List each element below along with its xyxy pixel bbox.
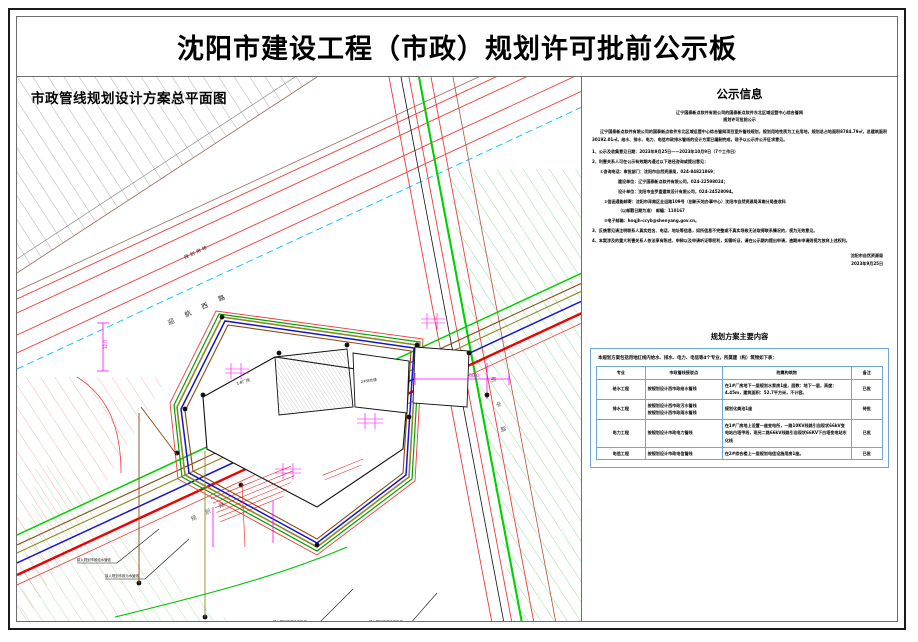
notice-paragraph: 辽宁国泰新点软件有限公司的国泰新点软件东北区域运营中心综合管网项目室外管线规划，… (592, 129, 887, 143)
spec-table-body: 给水工程按规划设计西市政给水管线在1#厂房地下一层规划水泵房1座，层数：地下一层… (596, 378, 884, 461)
building-sub-label: 2#综合楼 (360, 377, 377, 384)
notice-item: 4、本案涉及的重大利害关系人依法享有陈述、申辩以及申请听证等权利，如需听证，请在… (592, 238, 850, 244)
cell-structure: 在2#综合楼上一层规划电信设施用房1座。 (721, 446, 852, 461)
notice-heading: 公示信息 (716, 87, 763, 101)
cell-structure: 在1#厂房地上设置一座变电所，一路10KV线路引自现状66kV变电站白塔甲线，现… (721, 418, 852, 448)
spec-col-discipline: 专业 (596, 366, 646, 380)
board-content: 市政管线规划设计方案总平面图 (17, 77, 897, 621)
map-panel: 市政管线规划设计方案总平面图 (17, 77, 582, 621)
notice-subtitle: 辽宁国泰新点软件有限公司的国泰新点软件东北区域运营中心综合管网 规划许可批前公示 (596, 109, 883, 123)
info-panel: 公示信息 辽宁国泰新点软件有限公司的国泰新点软件东北区域运营中心综合管网 规划许… (582, 77, 897, 621)
cell-remark: 已批 (850, 446, 884, 461)
leader-annotations: 接入规划市政给水管线 接入规划市政污水管线 接入规划市政电力管线 接入规划市政电… (77, 528, 438, 621)
signature-organization: 沈阳市自然资源局 (850, 253, 883, 258)
manhole-nodes (136, 314, 490, 620)
cell-connection: 按规划设计西市政给水管线 (644, 378, 723, 400)
notice-item: 2、利害关系人可在公示有效期内通过以下途径咨询或提出意见： (592, 158, 709, 164)
hatch-area-northwest (17, 77, 318, 274)
spec-table-header-row: 专业 市政管线接驳点 附属构筑物 备注 (596, 366, 884, 380)
dimension-value-b: 32.0 (103, 340, 108, 349)
notice-subtitle-line-1: 辽宁国泰新点软件有限公司的国泰新点软件东北区域运营中心综合管网 (676, 110, 803, 115)
spec-col-structure: 附属构筑物 (721, 366, 852, 380)
road-north-label: 迎 航 西 路 (166, 290, 231, 327)
table-row: 电力工程按规划设计市政电力管线在1#厂房地上设置一座变电所，一路10KV线路引自… (596, 418, 884, 448)
leader-label-1: 接入规划市政给水管线 (77, 557, 112, 562)
leader-label-4: 接入规划市政电信管线 (369, 619, 404, 621)
spec-box: 本规划方案包括用地红线内给水、排水、电力、电信等4个专业，所属建（构）筑物如下表… (590, 348, 889, 469)
building-main-label: 1#厂房 (236, 376, 251, 386)
table-row: 电信工程按规划设计市政电信管线在2#综合楼上一层规划电信设施用房1座。已批 (596, 446, 884, 461)
cell-discipline: 电信工程 (596, 446, 646, 461)
board-inner-frame: 沈阳市建设工程（市政）规划许可批前公示板 市政管线规划设计方案总平面图 (16, 16, 898, 622)
building-blocks (202, 346, 470, 508)
signature-date: 2023年9月25日 (851, 261, 883, 267)
cell-connection: 按规划设计西市政污水管线按规划设计西市政雨水管线 (644, 398, 723, 420)
leader-label-3: 接入规划市政电力管线 (273, 619, 308, 621)
notice-item: 1、公示及收集意见日期：2023年9月25日——2023年10月9日（7个工作日… (592, 149, 739, 155)
dimension-value-a: 50.0 (469, 373, 479, 379)
spec-section: 规划方案主要内容 本规划方案包括用地红线内给水、排水、电力、电信等4个专业，所属… (582, 332, 897, 469)
spec-table: 专业 市政管线接驳点 附属构筑物 备注 给水工程按规划设计西市政给水管线在1#厂… (596, 366, 884, 461)
cell-structure: 规划化粪池1座 (721, 398, 852, 420)
notice-item: 3、反馈意见请注明联系人真实姓名、电话、地址等信息，如所信息不完整或不真实导致无… (592, 228, 818, 234)
page-title: 沈阳市建设工程（市政）规划许可批前公示板 (177, 34, 737, 65)
notice-subtitle-line-2: 规划许可批前公示 (723, 117, 756, 123)
notice-item: （以邮戳日期为准） 邮编：110167 (618, 208, 685, 214)
cell-remark: 已批 (850, 418, 884, 448)
cell-remark: 待批 (850, 398, 884, 420)
notice-item: 设计单位：沈阳市金罗盘建筑设计有限公司，024-24528094。 (618, 188, 736, 194)
cell-discipline: 电力工程 (596, 418, 646, 448)
notice-item: ③电子邮箱：hnqjh-ccyb@shenyang.gov.cn。 (604, 218, 700, 224)
red-annotation-block (210, 458, 364, 523)
cell-discipline: 排水工程 (596, 398, 646, 420)
notice-signature: 沈阳市自然资源局 2023年9月25日 (582, 252, 883, 269)
cell-connection: 按规划设计市政电信管线 (644, 446, 723, 461)
hatch-area-label: 规划用地 (183, 243, 210, 260)
notice-item: 建设单位：辽宁国泰新点软件有限公司，024-22598024； (618, 178, 728, 184)
leader-label-2: 接入规划市政污水管线 (105, 573, 140, 578)
road-north (17, 77, 581, 370)
cell-discipline: 给水工程 (596, 378, 646, 400)
service-laterals (76, 376, 348, 618)
cell-connection: 按规划设计市政电力管线 (644, 418, 723, 448)
cell-remark: 已批 (850, 378, 884, 400)
notice-item-list: 1、公示及收集意见日期：2023年9月25日——2023年10月9日（7个工作日… (592, 148, 887, 245)
dimension-annotations: 50.0 32.0 (97, 313, 510, 547)
site-plan-drawing: 迎 航 西 路 规划用地 航 中 路 (17, 77, 581, 621)
spec-title: 规划方案主要内容 (710, 332, 769, 341)
spec-col-remark: 备注 (850, 366, 884, 380)
notice-board: 沈阳市建设工程（市政）规划许可批前公示板 市政管线规划设计方案总平面图 (8, 8, 906, 630)
cell-structure: 在1#厂房地下一层规划水泵房1座，层数：地下一层，高度：4.45m，建筑面积：5… (721, 378, 852, 400)
table-row: 给水工程按规划设计西市政给水管线在1#厂房地下一层规划水泵房1座，层数：地下一层… (596, 378, 884, 400)
notice-item: ②信函通能邮寄：沈阳市浑南区全运路109号（创新天地办事中心）沈阳市自然资源局浑… (604, 198, 786, 204)
notice-body: 辽宁国泰新点软件有限公司的国泰新点软件东北区域运营中心综合管网项目室外管线规划，… (592, 128, 887, 245)
notice-item: ①咨询电话：审批部门：沈阳市自然资源局，024-84821869； (600, 168, 718, 174)
table-row: 排水工程按规划设计西市政污水管线按规划设计西市政雨水管线规划化粪池1座待批 (596, 398, 884, 420)
spec-col-connection: 市政管线接驳点 (644, 366, 723, 380)
board-title-bar: 沈阳市建设工程（市政）规划许可批前公示板 (17, 17, 897, 77)
spec-lead: 本规划方案包括用地红线内给水、排水、电力、电信等4个专业，所属建（构）筑物如下表… (598, 356, 777, 361)
hatch-area-southwest (17, 377, 229, 621)
